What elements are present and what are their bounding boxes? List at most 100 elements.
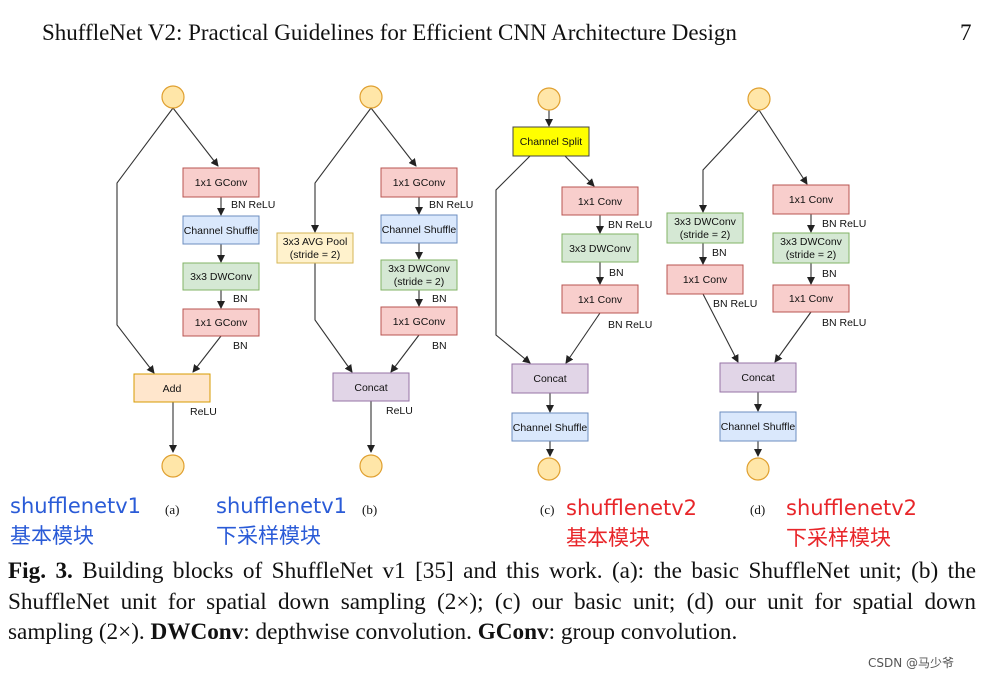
conv-label: 1x1 Conv	[683, 274, 728, 286]
edge	[774, 311, 812, 363]
gconv-box	[380, 167, 458, 198]
edge	[390, 334, 420, 373]
bn-relu-label: BN ReLU	[429, 199, 473, 211]
dwconv-label: 3x3 DWConv	[674, 216, 737, 228]
stride-label: (stride = 2)	[786, 249, 836, 261]
caption-label: Fig. 3.	[8, 558, 73, 584]
avg-pool-label: 3x3 AVG Pool	[283, 236, 348, 248]
relu-label: ReLU	[190, 406, 217, 418]
add-label: Add	[163, 383, 182, 395]
bn-label: BN	[432, 340, 447, 352]
bn-relu-label: BN ReLU	[608, 319, 652, 331]
dwconv-label: 3x3 DWConv	[190, 271, 253, 283]
channel-split-label: Channel Split	[520, 136, 583, 148]
stride-label: (stride = 2)	[394, 276, 444, 288]
stride-label: (stride = 2)	[290, 249, 340, 261]
dwconv-box	[772, 232, 850, 264]
concat-box	[719, 362, 797, 393]
gconv-label: 1x1 GConv	[393, 177, 446, 189]
bn-relu-label: BN ReLU	[822, 317, 866, 329]
annotation-d-line1: shufflenetv2	[786, 496, 917, 520]
running-title: ShuffleNet V2: Practical Guidelines for …	[42, 20, 737, 45]
edge	[702, 293, 739, 363]
edge	[370, 107, 417, 167]
stride-label: (stride = 2)	[680, 229, 730, 241]
bn-relu-label: BN ReLU	[231, 199, 275, 211]
page-number: 7	[960, 20, 972, 45]
output-node	[537, 457, 561, 481]
output-node	[161, 454, 185, 478]
bn-label: BN	[822, 268, 837, 280]
gconv-box	[380, 306, 458, 336]
add-box	[133, 373, 211, 403]
relu-label: ReLU	[386, 405, 413, 417]
panel-b: 1x1 GConv Channel Shuffle 3x3 DWConv (st…	[276, 85, 473, 517]
caption-def-dwconv: : depthwise convolution.	[243, 619, 478, 645]
channel-shuffle-box	[719, 411, 797, 442]
caption-term-dwconv: DWConv	[150, 619, 244, 645]
input-node	[161, 85, 185, 109]
avg-pool-box	[276, 232, 354, 264]
input-node	[359, 85, 383, 109]
annotation-b-line2: 下采样模块	[216, 524, 321, 548]
annotation-c-line2: 基本模块	[566, 526, 650, 550]
bn-label: BN	[233, 293, 248, 305]
page-header: ShuffleNet V2: Practical Guidelines for …	[0, 14, 984, 48]
figure-3: 1x1 GConv Channel Shuffle 3x3 DWConv 1x1…	[10, 85, 917, 550]
subfigure-label: (d)	[750, 502, 765, 517]
gconv-label: 1x1 GConv	[195, 317, 248, 329]
edge	[699, 109, 760, 213]
annotation-d-line2: 下采样模块	[786, 526, 891, 550]
channel-shuffle-label: Channel Shuffle	[513, 422, 588, 434]
subfigure-label: (a)	[165, 502, 179, 517]
dwconv-box	[182, 262, 260, 291]
dwconv-label: 3x3 DWConv	[780, 236, 843, 248]
annotation-a-line2: 基本模块	[10, 524, 94, 548]
channel-shuffle-label: Channel Shuffle	[382, 224, 457, 236]
edge	[565, 312, 601, 364]
bn-relu-label: BN ReLU	[608, 219, 652, 231]
input-node	[537, 87, 561, 111]
subfigure-label: (b)	[362, 502, 377, 517]
gconv-box	[182, 308, 260, 337]
bn-relu-label: BN ReLU	[822, 218, 866, 230]
channel-shuffle-box	[511, 412, 589, 442]
concat-box	[511, 363, 589, 394]
conv-box	[561, 284, 639, 314]
dwconv-box	[666, 212, 744, 244]
caption-def-gconv: : group convolution.	[548, 619, 738, 645]
edge	[495, 155, 531, 364]
conv-label: 1x1 Conv	[789, 194, 834, 206]
annotations: shufflenetv1 基本模块 shufflenetv1 下采样模块 shu…	[10, 494, 917, 550]
bn-label: BN	[712, 247, 727, 259]
dwconv-label: 3x3 DWConv	[569, 243, 632, 255]
concat-box	[332, 372, 410, 402]
bn-relu-label: BN ReLU	[713, 298, 757, 310]
channel-shuffle-label: Channel Shuffle	[721, 421, 796, 433]
conv-box	[666, 264, 744, 295]
gconv-label: 1x1 GConv	[195, 177, 248, 189]
edge	[192, 335, 222, 373]
watermark: CSDN @马少爷	[868, 656, 955, 670]
dwconv-box	[561, 233, 639, 263]
annotation-a-line1: shufflenetv1	[10, 494, 141, 518]
conv-box	[772, 284, 850, 313]
conv-label: 1x1 Conv	[578, 294, 623, 306]
channel-shuffle-label: Channel Shuffle	[184, 225, 259, 237]
edge	[758, 109, 808, 185]
concat-label: Concat	[533, 373, 566, 385]
annotation-b-line1: shufflenetv1	[216, 494, 347, 518]
bn-label: BN	[609, 267, 624, 279]
edge	[172, 107, 219, 167]
bn-label: BN	[233, 340, 248, 352]
bn-label: BN	[432, 293, 447, 305]
concat-label: Concat	[741, 372, 774, 384]
edge	[311, 107, 372, 233]
concat-label: Concat	[354, 382, 387, 394]
gconv-box	[182, 167, 260, 198]
dwconv-box	[380, 259, 458, 291]
edge	[314, 263, 353, 373]
subfigure-label: (c)	[540, 502, 554, 517]
conv-label: 1x1 Conv	[789, 293, 834, 305]
caption-term-gconv: GConv	[477, 619, 549, 645]
